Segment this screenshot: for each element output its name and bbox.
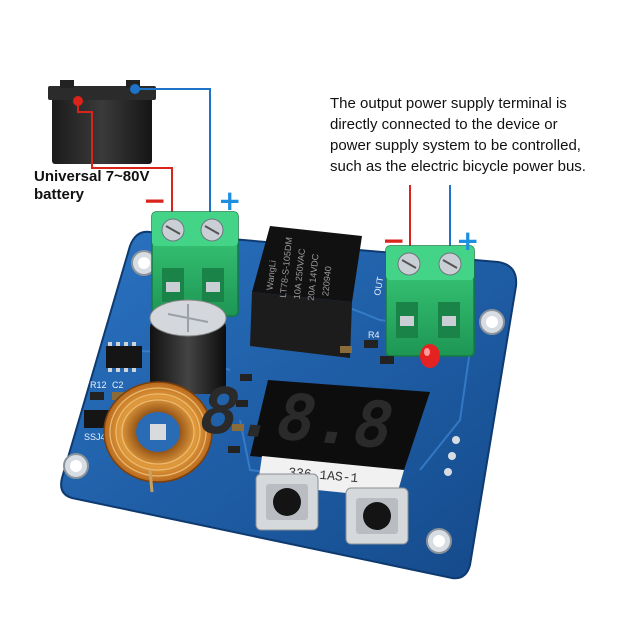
silk-r4: R4: [368, 330, 380, 340]
output-positive-mark: +: [456, 224, 479, 257]
tactile-button-left: [255, 473, 319, 531]
silk-out: OUT: [372, 275, 385, 296]
header-pads: [444, 436, 460, 476]
tactile-button-right: [345, 487, 409, 545]
input-positive-mark: +: [218, 184, 241, 217]
electrolytic-capacitor: [149, 299, 227, 394]
relay-rating-dc-text: 20A 14VDC: [306, 253, 321, 301]
silk-r12: R12: [90, 380, 107, 390]
output-note-line-1: The output power supply terminal is: [330, 95, 567, 112]
battery-label-line-1: Universal 7~80V: [34, 168, 150, 185]
smd-components: [84, 340, 394, 453]
red-led: [420, 344, 440, 368]
mounting-holes: [63, 250, 505, 554]
relay: WangLi LT78-S-105DM 10A 250VAC 20A 14VDC…: [250, 226, 362, 358]
relay-brand-text: WangLi: [265, 260, 278, 291]
battery-label-line-2: battery: [34, 186, 85, 203]
output-terminal-block: [385, 245, 475, 357]
output-terminal-note: The output power supply terminal is dire…: [330, 93, 630, 177]
negative-wire: [77, 101, 173, 222]
output-note-line-4: such as the electric bicycle power bus.: [330, 158, 586, 175]
silk-ssj: SSJ4: [84, 432, 106, 442]
silkscreen: R12 C2 SSJ4 R4 OUT: [84, 275, 385, 442]
output-note-line-2: directly connected to the device or: [330, 116, 558, 133]
output-note-line-3: power supply system to be controlled,: [330, 137, 581, 154]
polarity-marks: − + − +: [143, 184, 479, 257]
display-digits: 8.8.8: [191, 374, 402, 464]
input-terminal-block: [151, 211, 239, 317]
silk-c2: C2: [112, 380, 124, 390]
battery: [48, 80, 156, 164]
output-negative-mark: −: [382, 224, 405, 257]
positive-wire: [135, 88, 211, 222]
input-negative-mark: −: [143, 184, 166, 217]
relay-date-text: 220940: [320, 266, 333, 297]
toroid-inductor: [103, 381, 213, 493]
battery-label: Universal 7~80V battery: [34, 168, 150, 204]
